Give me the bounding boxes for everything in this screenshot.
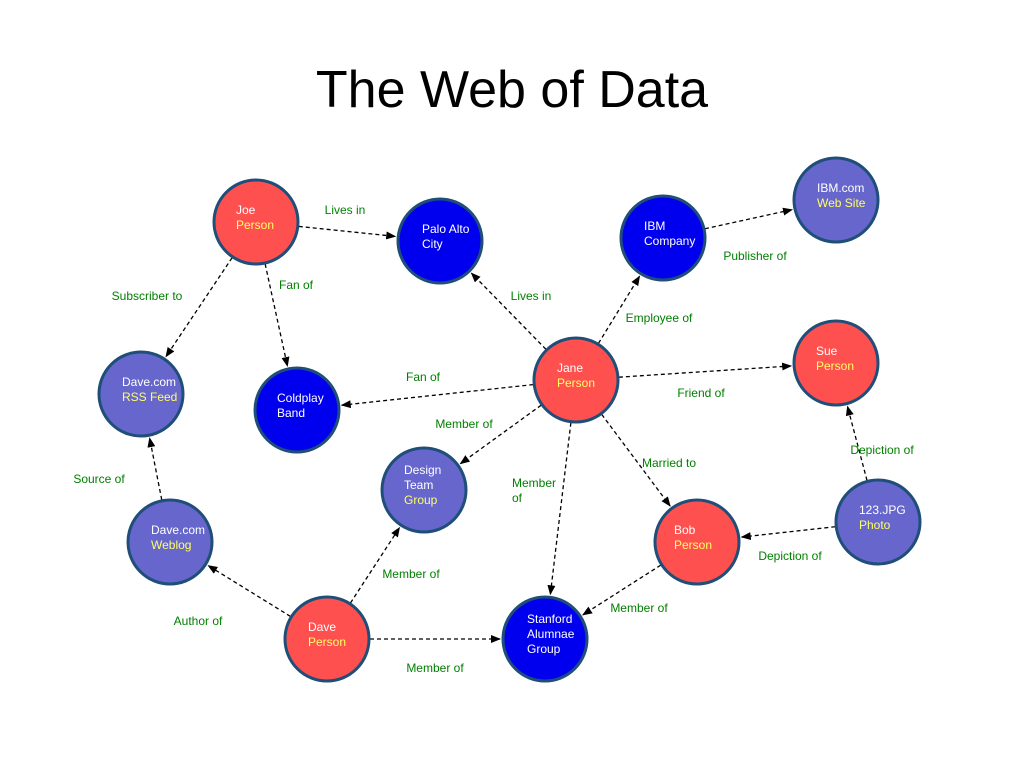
node-type: Web Site: [817, 196, 866, 210]
edge-joe-paloalto: [298, 225, 397, 240]
node-type: Person: [816, 359, 854, 373]
edge-dave-design: [349, 526, 400, 604]
edge-jane-stanford: [547, 422, 572, 596]
node-circle: [97, 350, 185, 438]
node-circle: [532, 336, 620, 424]
node-type: RSS Feed: [122, 390, 177, 404]
node-circle: [126, 498, 214, 586]
node-type: Person: [236, 218, 274, 232]
edge-label: Author of: [174, 614, 223, 628]
edge-jane-sue: [618, 362, 793, 378]
node-circle: [212, 178, 300, 266]
node-circle: [792, 319, 880, 407]
edge-photo-sue: [845, 405, 868, 481]
node-circle: [834, 478, 922, 566]
edge-label: Fan of: [406, 370, 441, 384]
edge-label: Lives in: [511, 289, 552, 303]
edge-label: Member of: [435, 417, 493, 431]
node-type: Company: [644, 234, 695, 248]
edge-label: Member of: [406, 661, 464, 675]
node-type: City: [422, 237, 443, 251]
node-type: Person: [557, 376, 595, 390]
edge-label: Member of: [610, 601, 668, 615]
edge-label: Depiction of: [850, 443, 914, 457]
node-type: Person: [674, 538, 712, 552]
edge-label: Married to: [642, 456, 696, 470]
edge-weblog-daverss: [147, 437, 163, 500]
edge-label: Friend of: [677, 386, 725, 400]
node-circle: [396, 197, 484, 285]
edge-label: Source of: [73, 472, 125, 486]
edge-jane-coldplay: [340, 383, 534, 409]
edge-joe-daverss: [165, 257, 233, 358]
edge-photo-bob: [740, 526, 836, 541]
node-circle: [619, 194, 707, 282]
node-type: Weblog: [151, 538, 191, 552]
edge-jane-ibm: [597, 275, 641, 344]
edge-bob-stanford: [582, 564, 662, 616]
edge-label: Depiction of: [758, 549, 822, 563]
edge-jane-bob: [601, 414, 671, 507]
edge-ibm-ibmcom: [704, 207, 794, 230]
node-type: Person: [308, 635, 346, 649]
edge-label: Employee of: [626, 311, 693, 325]
edge-dave-weblog: [207, 565, 291, 617]
node-circle: [283, 595, 371, 683]
edge-label: Member of: [382, 567, 440, 581]
edge-label: Publisher of: [723, 249, 787, 263]
edge-label: Lives in: [325, 203, 366, 217]
edge-label: Fan of: [279, 278, 314, 292]
edge-label: Subscriber to: [112, 289, 183, 303]
node-circle: [253, 366, 341, 454]
edge-joe-coldplay: [264, 263, 290, 368]
node-circle: [792, 156, 880, 244]
node-circle: [501, 595, 589, 683]
node-type: Band: [277, 406, 305, 420]
node-type: Group: [404, 493, 438, 507]
slide-title: The Web of Data: [315, 61, 709, 119]
node-type: Group: [527, 642, 561, 656]
edge-jane-paloalto: [470, 272, 547, 350]
node-circle: [653, 498, 741, 586]
edge-jane-design: [459, 404, 542, 465]
node-circle: [380, 446, 468, 534]
node-type: Photo: [859, 518, 891, 532]
